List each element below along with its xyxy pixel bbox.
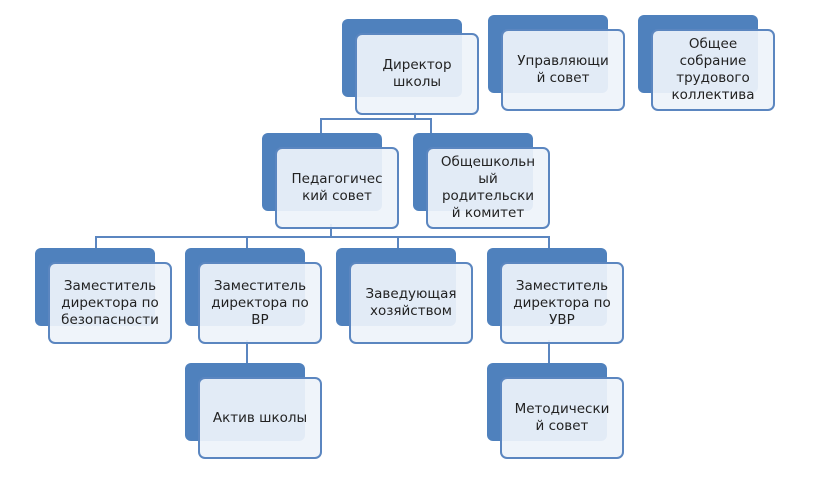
connector: [95, 236, 550, 238]
node-methodical-council: Методически й совет: [487, 363, 624, 459]
node-label: Общешкольн ый родительски й комитет: [440, 154, 536, 221]
node-deputy-vr: Заместитель директора по ВР: [185, 248, 322, 344]
node-deputy-uvr: Заместитель директора по УВР: [487, 248, 624, 344]
node-label: Заместитель директора по безопасности: [61, 277, 159, 328]
node-label: Общее собрание трудового коллектива: [671, 36, 755, 103]
node-label: Актив школы: [212, 409, 308, 426]
node-label: Заведующая хозяйством: [365, 286, 457, 319]
connector: [330, 224, 332, 237]
node-label: Заместитель директора по УВР: [513, 277, 611, 328]
node-label: Педагогичес кий совет: [291, 171, 383, 204]
node-label: Управляющи й совет: [517, 53, 609, 86]
connector: [397, 236, 399, 249]
connector: [320, 118, 322, 134]
node-pedagogical-council: Педагогичес кий совет: [262, 133, 399, 229]
node-label: Методически й совет: [514, 401, 610, 434]
node-general-meeting: Общее собрание трудового коллектива: [638, 15, 775, 111]
node-deputy-safety: Заместитель директора по безопасности: [35, 248, 172, 344]
connector: [414, 112, 416, 119]
connector: [548, 340, 550, 364]
connector: [95, 236, 97, 249]
connector: [246, 236, 248, 249]
connector: [548, 236, 550, 249]
connector: [430, 118, 432, 134]
node-director: Директор школы: [342, 19, 479, 115]
node-household-head: Заведующая хозяйством: [336, 248, 473, 344]
node-school-activists: Актив школы: [185, 363, 322, 459]
node-label: Заместитель директора по ВР: [211, 277, 309, 328]
connector: [246, 340, 248, 364]
node-label: Директор школы: [382, 57, 452, 90]
node-parent-committee: Общешкольн ый родительски й комитет: [413, 133, 550, 229]
connector: [320, 118, 432, 120]
node-governing-council: Управляющи й совет: [488, 15, 625, 111]
